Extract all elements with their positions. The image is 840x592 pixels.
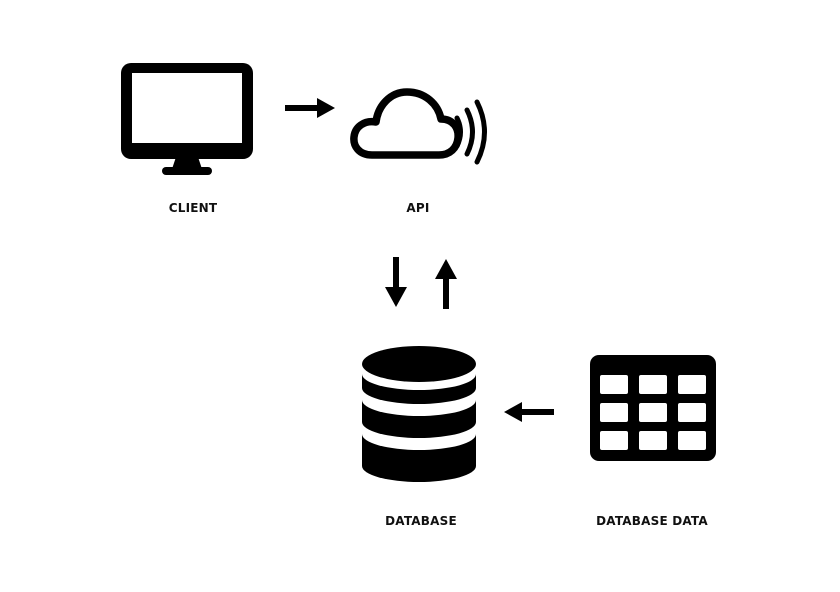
arrow-data-to-database [504, 402, 554, 422]
arrow-api-to-database [385, 257, 407, 307]
client-label: CLIENT [168, 201, 218, 215]
database-data-label: DATABASE DATA [596, 514, 708, 528]
database-icon [362, 346, 476, 482]
arrow-client-to-api [285, 98, 335, 118]
cloud-signal-icon [350, 88, 487, 165]
table-grid-icon [590, 355, 716, 461]
desktop-monitor-icon [121, 63, 253, 175]
api-label: API [406, 201, 430, 215]
database-label: DATABASE [385, 514, 457, 528]
arrow-database-to-api [435, 259, 457, 309]
